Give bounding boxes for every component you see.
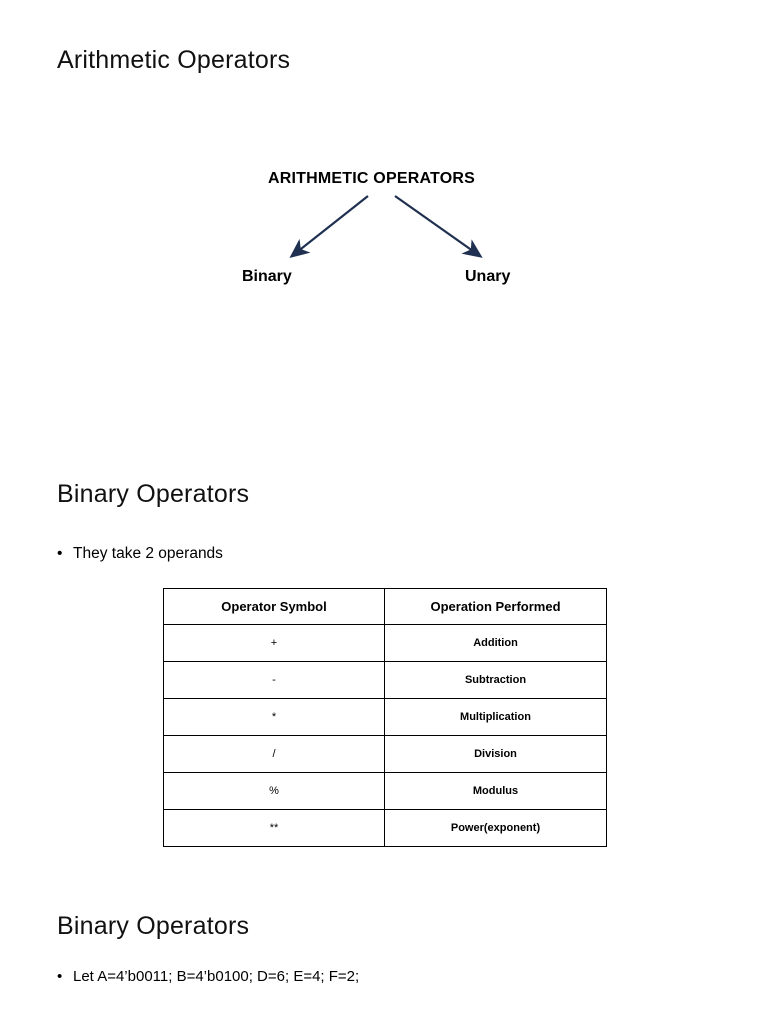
diagram-node-root: ARITHMETIC OPERATORS <box>268 170 475 187</box>
arrow-to-binary <box>289 195 369 259</box>
operators-table: Operator Symbol Operation Performed + Ad… <box>163 588 607 847</box>
bullet-marker-icon: • <box>57 968 63 985</box>
table-row: + Addition <box>163 624 607 662</box>
table-header-operation-performed: Operation Performed <box>384 588 607 625</box>
table-header-operator-symbol: Operator Symbol <box>163 588 385 625</box>
cell-operation: Addition <box>384 624 607 662</box>
cell-symbol: + <box>163 624 385 662</box>
diagram-node-unary: Unary <box>465 268 511 285</box>
cell-symbol: ** <box>163 809 385 847</box>
table-row: ** Power(exponent) <box>163 809 607 847</box>
cell-operation: Division <box>384 735 607 773</box>
table-row: * Multiplication <box>163 698 607 736</box>
table-row: % Modulus <box>163 772 607 810</box>
cell-operation: Modulus <box>384 772 607 810</box>
cell-symbol: % <box>163 772 385 810</box>
bullet-let-values: • Let A=4’b0011; B=4’b0100; D=6; E=4; F=2… <box>57 968 359 985</box>
bullet-operands-text: They take 2 operands <box>73 545 223 562</box>
table-header-row: Operator Symbol Operation Performed <box>163 588 607 625</box>
diagram-arrows <box>289 195 483 259</box>
cell-symbol: - <box>163 661 385 699</box>
diagram-node-binary: Binary <box>242 268 292 285</box>
page-title-binary-operators-1: Binary Operators <box>57 480 250 508</box>
table-row: / Division <box>163 735 607 773</box>
arrow-to-unary <box>394 195 483 258</box>
arithmetic-operators-diagram: ARITHMETIC OPERATORS Binary Unary <box>190 160 590 305</box>
table-row: - Subtraction <box>163 661 607 699</box>
cell-symbol: / <box>163 735 385 773</box>
page-title-binary-operators-2: Binary Operators <box>57 912 250 940</box>
bullet-let-values-text: Let A=4’b0011; B=4’b0100; D=6; E=4; F=2; <box>73 968 360 985</box>
cell-operation: Multiplication <box>384 698 607 736</box>
bullet-operands: • They take 2 operands <box>57 545 223 563</box>
page-title-arithmetic-operators: Arithmetic Operators <box>57 46 291 74</box>
cell-symbol: * <box>163 698 385 736</box>
bullet-marker-icon: • <box>57 545 63 562</box>
cell-operation: Power(exponent) <box>384 809 607 847</box>
cell-operation: Subtraction <box>384 661 607 699</box>
